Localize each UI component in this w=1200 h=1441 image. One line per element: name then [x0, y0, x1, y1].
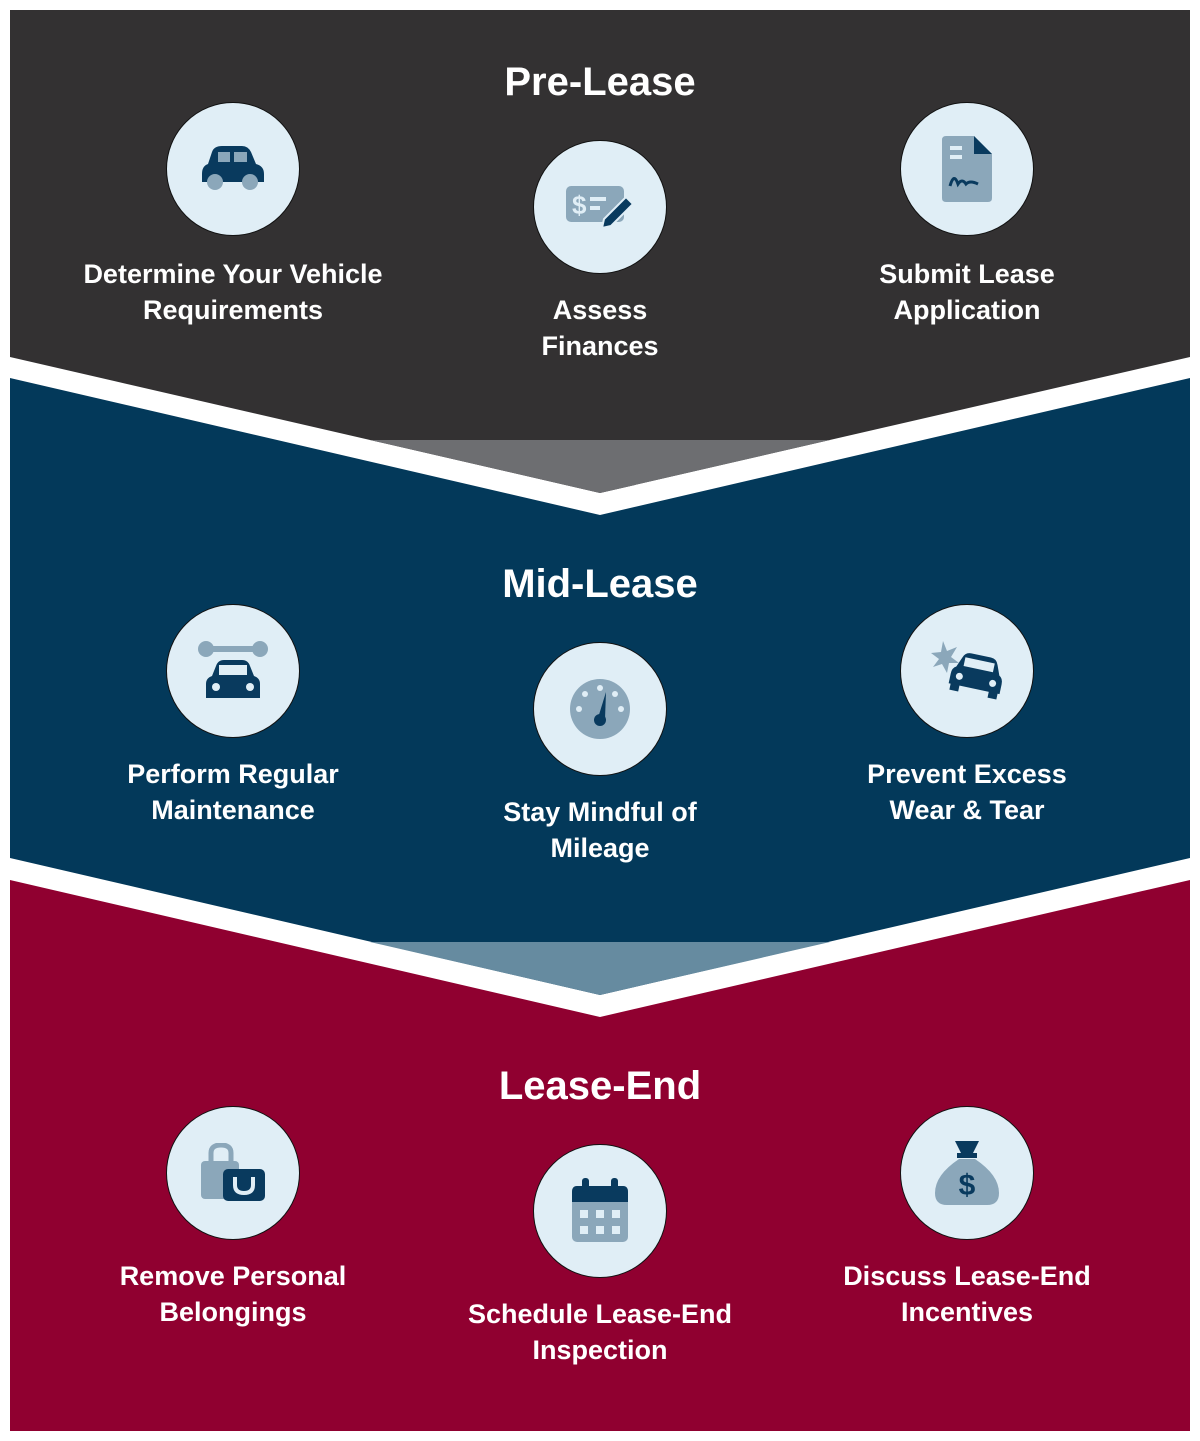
- icon-circle: [900, 604, 1034, 738]
- step-submit-application: Submit Lease Application: [797, 102, 1137, 328]
- step-prevent-wear: Prevent Excess Wear & Tear: [797, 604, 1137, 828]
- speedometer-icon: [570, 679, 630, 739]
- step-remove-belongings: Remove Personal Belongings: [63, 1106, 403, 1330]
- step-label: Remove Personal Belongings: [119, 1261, 347, 1327]
- step-label: Submit Lease Application: [879, 259, 1055, 325]
- step-determine-vehicle: Determine Your Vehicle Requirements: [63, 102, 403, 328]
- icon-circle: [533, 1144, 667, 1278]
- step-regular-maintenance: Perform Regular Maintenance: [63, 604, 403, 828]
- step-label: Discuss Lease-End Incentives: [843, 1261, 1091, 1327]
- check-pen-icon: $: [566, 186, 635, 230]
- svg-text:$: $: [959, 1169, 976, 1202]
- car-wrench-icon: [198, 641, 268, 698]
- icon-circle: [166, 1106, 300, 1240]
- icon-circle: [533, 642, 667, 776]
- icon-circle: $: [533, 140, 667, 274]
- car-icon: [202, 146, 264, 190]
- icon-circle: [166, 102, 300, 236]
- step-schedule-inspection: Schedule Lease-End Inspection: [430, 1144, 770, 1368]
- step-mindful-mileage: Stay Mindful of Mileage: [430, 642, 770, 866]
- pre-lease-arrow-tip: [370, 440, 830, 493]
- icon-circle: [900, 102, 1034, 236]
- money-bag-icon: $: [935, 1141, 999, 1205]
- icon-circle: $: [900, 1106, 1034, 1240]
- step-label: Assess Finances: [541, 295, 659, 361]
- icon-circle: [166, 604, 300, 738]
- signed-document-icon: [942, 136, 992, 202]
- section-title-mid-lease: Mid-Lease: [502, 562, 698, 606]
- step-label: Stay Mindful of Mileage: [503, 797, 697, 863]
- mid-lease-arrow-tip: [370, 942, 830, 995]
- step-label: Schedule Lease-End Inspection: [467, 1299, 733, 1365]
- step-discuss-incentives: $ Discuss Lease-End Incentives: [797, 1106, 1137, 1330]
- car-crash-icon: [931, 641, 1002, 700]
- step-assess-finances: $ Assess Finances: [430, 140, 770, 364]
- section-title-lease-end: Lease-End: [498, 1064, 702, 1108]
- step-label: Determine Your Vehicle Requirements: [83, 259, 383, 325]
- bags-icon: [201, 1143, 265, 1201]
- calendar-icon: [572, 1178, 628, 1242]
- step-label: Perform Regular Maintenance: [127, 759, 339, 825]
- section-title-pre-lease: Pre-Lease: [504, 60, 696, 104]
- step-label: Prevent Excess Wear & Tear: [867, 759, 1067, 825]
- svg-text:$: $: [572, 190, 587, 220]
